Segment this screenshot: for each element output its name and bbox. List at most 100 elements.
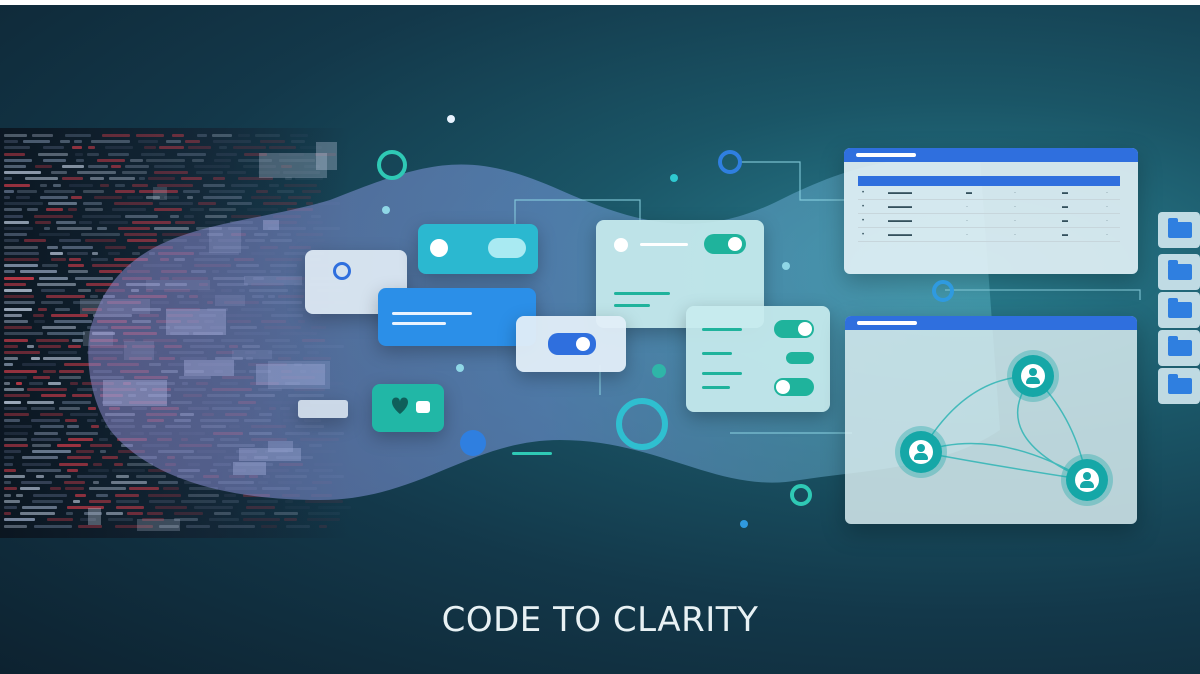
code-line <box>61 400 91 404</box>
code-line <box>15 382 23 385</box>
code-line <box>213 140 251 144</box>
toggle-knob <box>776 380 790 394</box>
code-line <box>64 481 86 485</box>
code-line <box>108 177 135 181</box>
ring-decoration <box>932 280 954 302</box>
code-line <box>218 146 227 150</box>
text-line <box>702 352 732 355</box>
code-line <box>89 295 98 299</box>
code-line <box>73 301 104 305</box>
code-line <box>243 518 280 522</box>
code-line <box>223 493 236 497</box>
code-line <box>71 394 92 398</box>
card-text-lines <box>378 288 536 346</box>
code-line <box>4 499 20 503</box>
code-line <box>154 208 182 212</box>
code-line <box>295 177 323 181</box>
code-line <box>105 512 124 516</box>
code-line <box>169 214 180 218</box>
code-line <box>75 493 87 497</box>
code-line <box>172 134 185 137</box>
code-line <box>72 499 80 503</box>
code-line <box>4 394 31 398</box>
code-line <box>4 146 30 150</box>
code-line <box>40 425 64 429</box>
toggle-knob <box>798 322 812 336</box>
code-line <box>285 177 292 181</box>
folder-icon[interactable] <box>1158 292 1200 328</box>
folder-icon[interactable] <box>1158 330 1200 366</box>
ring-decoration <box>790 484 812 506</box>
code-line <box>238 177 273 181</box>
code-line <box>90 444 113 447</box>
code-line <box>159 146 184 150</box>
code-line <box>96 158 126 162</box>
code-line <box>4 258 39 261</box>
code-line <box>180 499 216 503</box>
code-line <box>98 270 122 274</box>
code-line <box>138 177 145 181</box>
code-line <box>40 196 68 199</box>
code-line <box>57 444 81 447</box>
code-line <box>22 456 58 460</box>
code-line <box>190 208 205 212</box>
code-line <box>177 152 206 156</box>
code-line <box>47 245 58 249</box>
code-line <box>137 140 159 144</box>
code-line <box>196 171 223 175</box>
text-line <box>392 312 472 315</box>
user-node-icon[interactable] <box>1066 459 1108 501</box>
code-line <box>193 506 233 509</box>
user-node-icon[interactable] <box>1012 355 1054 397</box>
toggle-switch[interactable] <box>774 378 814 396</box>
code-line <box>4 344 18 348</box>
folder-icon[interactable] <box>1158 254 1200 290</box>
code-line <box>154 165 185 168</box>
code-line <box>262 202 297 206</box>
code-line <box>54 307 70 311</box>
code-line <box>32 444 52 447</box>
code-line <box>209 189 245 193</box>
folder-icon[interactable] <box>1158 368 1200 404</box>
code-line <box>255 189 268 193</box>
dot-decoration <box>782 262 790 270</box>
toggle-switch[interactable] <box>548 333 596 355</box>
code-line <box>4 518 36 522</box>
code-line <box>318 524 327 528</box>
code-line <box>4 357 19 361</box>
code-line <box>4 289 33 292</box>
code-line <box>287 196 311 199</box>
code-line <box>305 202 314 206</box>
toggle-switch[interactable] <box>704 234 746 254</box>
code-line <box>33 320 45 323</box>
toggle-switch[interactable] <box>774 320 814 338</box>
code-line <box>34 431 58 435</box>
code-line <box>68 258 81 261</box>
code-line <box>55 475 72 478</box>
window-titlebar <box>845 316 1137 330</box>
code-line <box>65 487 85 491</box>
code-line <box>114 493 139 497</box>
user-node-icon[interactable] <box>900 431 942 473</box>
code-line <box>88 406 96 410</box>
code-line <box>173 512 203 516</box>
code-line <box>15 196 30 199</box>
code-line <box>47 518 73 522</box>
folder-icon[interactable] <box>1158 212 1200 248</box>
card-toggle-top <box>418 224 538 274</box>
code-line <box>4 437 27 441</box>
code-line <box>126 196 143 199</box>
code-line <box>78 524 103 528</box>
code-line <box>101 134 131 137</box>
dash-decoration <box>512 452 552 455</box>
text-line <box>702 386 730 389</box>
code-line <box>64 419 78 423</box>
code-line <box>87 146 95 150</box>
code-line <box>162 487 179 491</box>
code-line <box>149 499 175 503</box>
code-line <box>123 233 157 237</box>
glitch-block <box>316 142 337 170</box>
code-line <box>35 220 52 224</box>
dot-decoration <box>456 364 464 372</box>
code-line <box>4 468 16 472</box>
